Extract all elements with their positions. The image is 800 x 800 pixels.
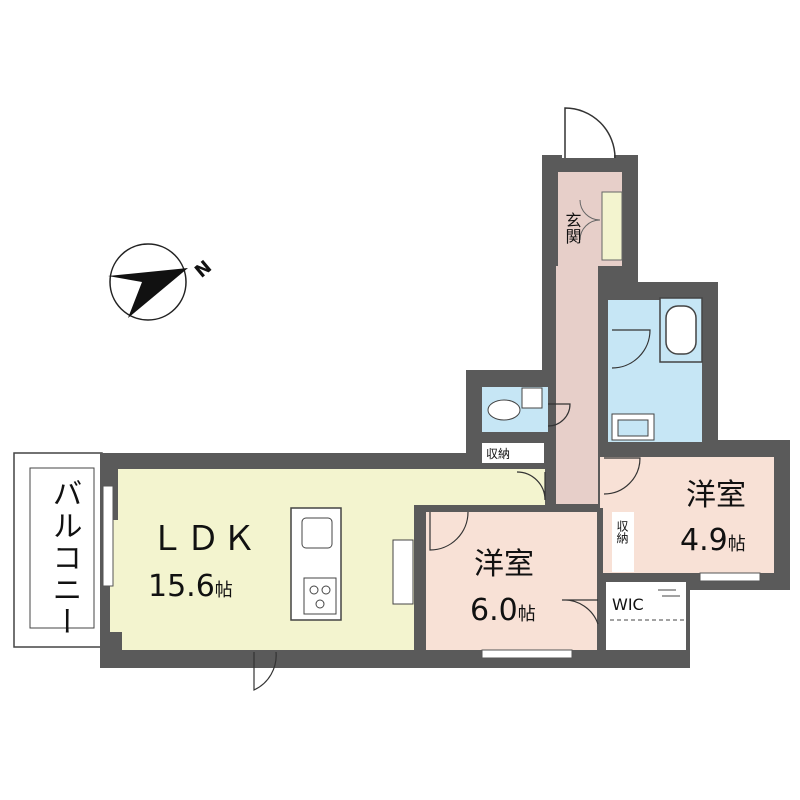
balcony-label: バルコニー <box>47 478 82 638</box>
compass-north-label: N <box>191 257 216 283</box>
door-washroom[interactable] <box>611 329 651 369</box>
bedroom-49-name: 洋室 <box>686 478 746 513</box>
wic-label: WIC <box>612 595 644 614</box>
ldk-size: 15.6帖 <box>148 569 233 604</box>
door-bedroom-49[interactable] <box>603 457 641 495</box>
bedroom-6-name: 洋室 <box>474 547 534 582</box>
wic-floor <box>606 582 686 650</box>
door-wic[interactable] <box>561 599 599 625</box>
storage-small-label: 収納 <box>615 520 629 544</box>
corridor-floor <box>556 266 598 504</box>
compass-needle-icon <box>108 268 188 318</box>
doors <box>253 329 651 691</box>
bathtub <box>659 297 703 363</box>
wic-rail <box>610 589 684 621</box>
entrance-label: 玄関 <box>563 212 582 245</box>
toilet-fixture <box>487 387 543 421</box>
balcony: バルコニー <box>13 452 103 648</box>
washbasin <box>611 413 655 441</box>
door-toilet[interactable] <box>547 403 571 427</box>
compass-circle <box>109 243 187 321</box>
interior-walls <box>414 266 776 655</box>
entrance-door[interactable] <box>562 107 616 159</box>
shoe-cabinet <box>579 191 623 261</box>
windows <box>102 485 761 659</box>
door-bedroom-6[interactable] <box>429 511 469 551</box>
ldk-name: ＬＤＫ <box>150 519 258 559</box>
bedroom-6-floor <box>426 512 598 650</box>
balcony-inner <box>29 467 95 629</box>
sink-icon <box>301 517 333 549</box>
storage-ldk-label: 収納 <box>486 447 510 461</box>
storage-ldk-floor <box>482 443 544 463</box>
bedroom-49-size: 4.9帖 <box>680 523 746 558</box>
kitchen-counter <box>290 507 414 621</box>
door-ldk[interactable] <box>516 471 546 501</box>
door-balcony-side[interactable] <box>253 651 277 691</box>
compass: N <box>108 243 216 321</box>
stove-icon <box>303 577 337 615</box>
bedroom-6-size: 6.0帖 <box>470 593 536 628</box>
storage-small-floor <box>612 512 634 572</box>
